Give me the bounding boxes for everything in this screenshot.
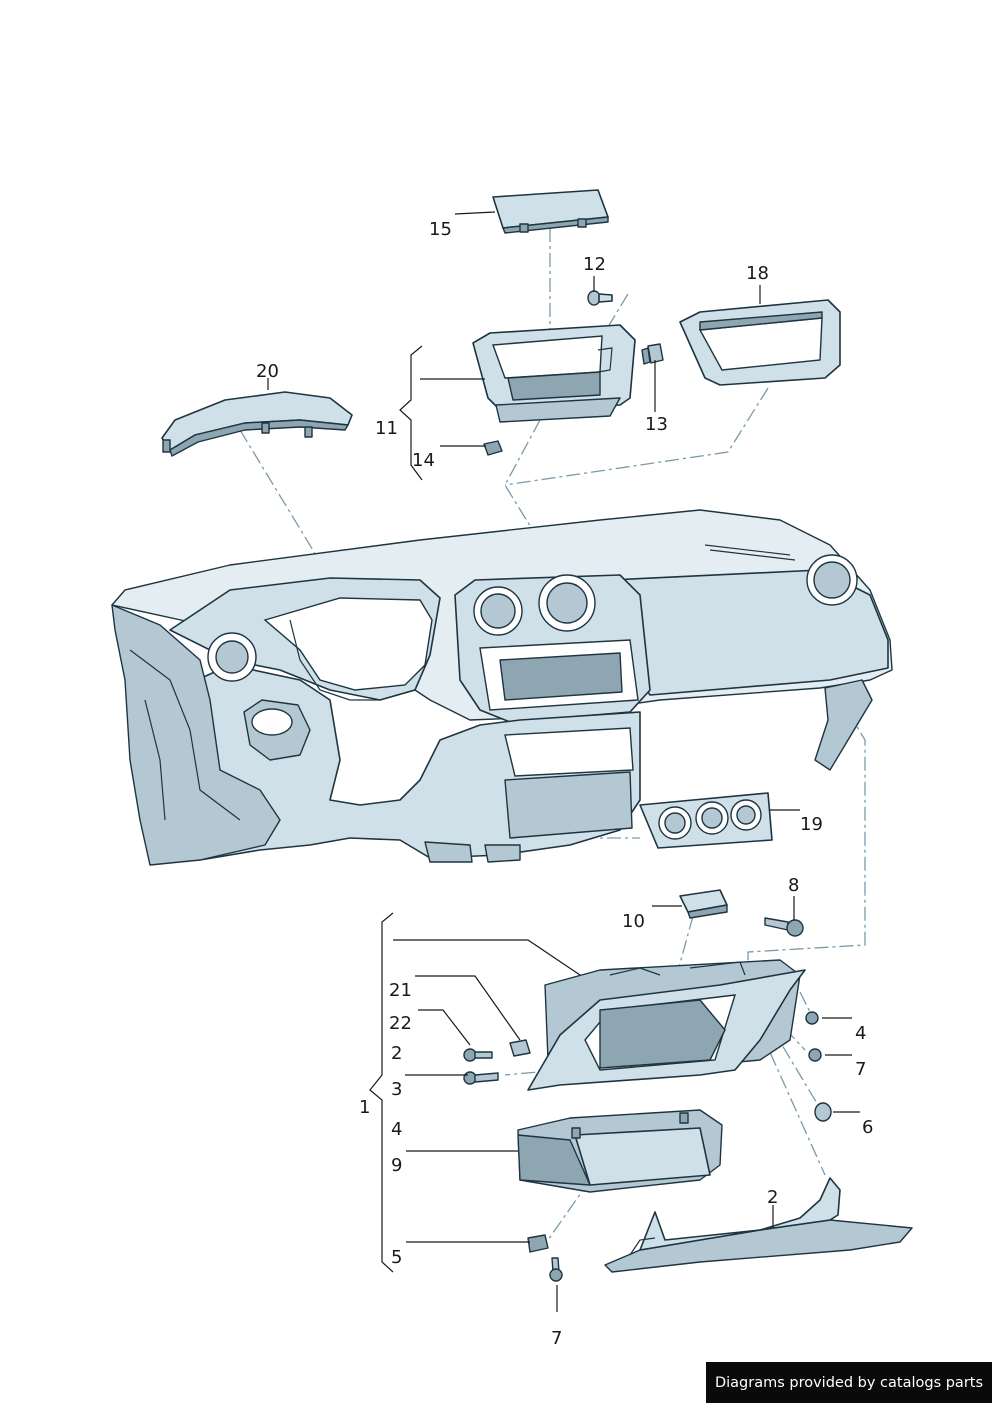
callout-9: 9 — [391, 1155, 402, 1176]
callout-6: 6 — [862, 1117, 873, 1138]
callout-13: 13 — [645, 414, 668, 435]
part-8-bolt — [764, 917, 804, 937]
callout-4-upper: 4 — [855, 1023, 866, 1044]
part-10-sensor — [679, 889, 728, 919]
callout-4-lower: 4 — [391, 1119, 402, 1140]
part-15-cover-panel — [492, 189, 609, 234]
part-9-glovebox-tray — [517, 1109, 723, 1193]
callout-14: 14 — [412, 450, 435, 471]
callout-8: 8 — [788, 875, 799, 896]
callout-10: 10 — [622, 911, 645, 932]
part-7-screw-lower — [549, 1257, 563, 1282]
callout-18: 18 — [746, 263, 769, 284]
callout-11: 11 — [375, 418, 398, 439]
callout-21: 21 — [389, 980, 412, 1001]
callout-labels: 15 12 18 20 11 13 14 19 8 10 21 22 4 2 7… — [256, 219, 873, 1349]
part-22-screw — [463, 1048, 493, 1062]
callout-1: 1 — [359, 1097, 370, 1118]
callout-15: 15 — [429, 219, 452, 240]
callout-7-lower: 7 — [551, 1328, 562, 1349]
part-7-screw-upper — [808, 1048, 822, 1062]
part-20-instrument-cowl — [161, 391, 353, 457]
part-3-pin — [463, 1071, 499, 1085]
part-19-switch-panel — [639, 792, 773, 849]
part-18-trim-ring — [679, 299, 841, 386]
part-21-clip — [509, 1039, 531, 1057]
part-6-cap — [814, 1102, 832, 1122]
leader-lines — [267, 211, 860, 1312]
callout-2-upper: 2 — [391, 1043, 402, 1064]
dashboard-panel — [111, 509, 893, 866]
part-4-screw — [805, 1011, 819, 1025]
part-12-screw — [587, 290, 613, 306]
callout-19: 19 — [800, 814, 823, 835]
callout-7-upper: 7 — [855, 1059, 866, 1080]
callout-12: 12 — [583, 254, 606, 275]
part-13-clip — [641, 343, 664, 365]
callout-3: 3 — [391, 1079, 402, 1100]
part-1-glovebox-housing — [527, 959, 806, 1091]
callout-20: 20 — [256, 361, 279, 382]
part-14-clip — [483, 440, 503, 456]
callout-22: 22 — [389, 1013, 412, 1034]
part-5-latch — [527, 1234, 549, 1253]
part-11-center-trim-frame — [472, 324, 636, 423]
callout-2-lower: 2 — [767, 1187, 778, 1208]
credit-banner: Diagrams provided by catalogs parts — [706, 1362, 992, 1403]
callout-5: 5 — [391, 1247, 402, 1268]
part-2-glovebox-lid — [604, 1177, 913, 1273]
